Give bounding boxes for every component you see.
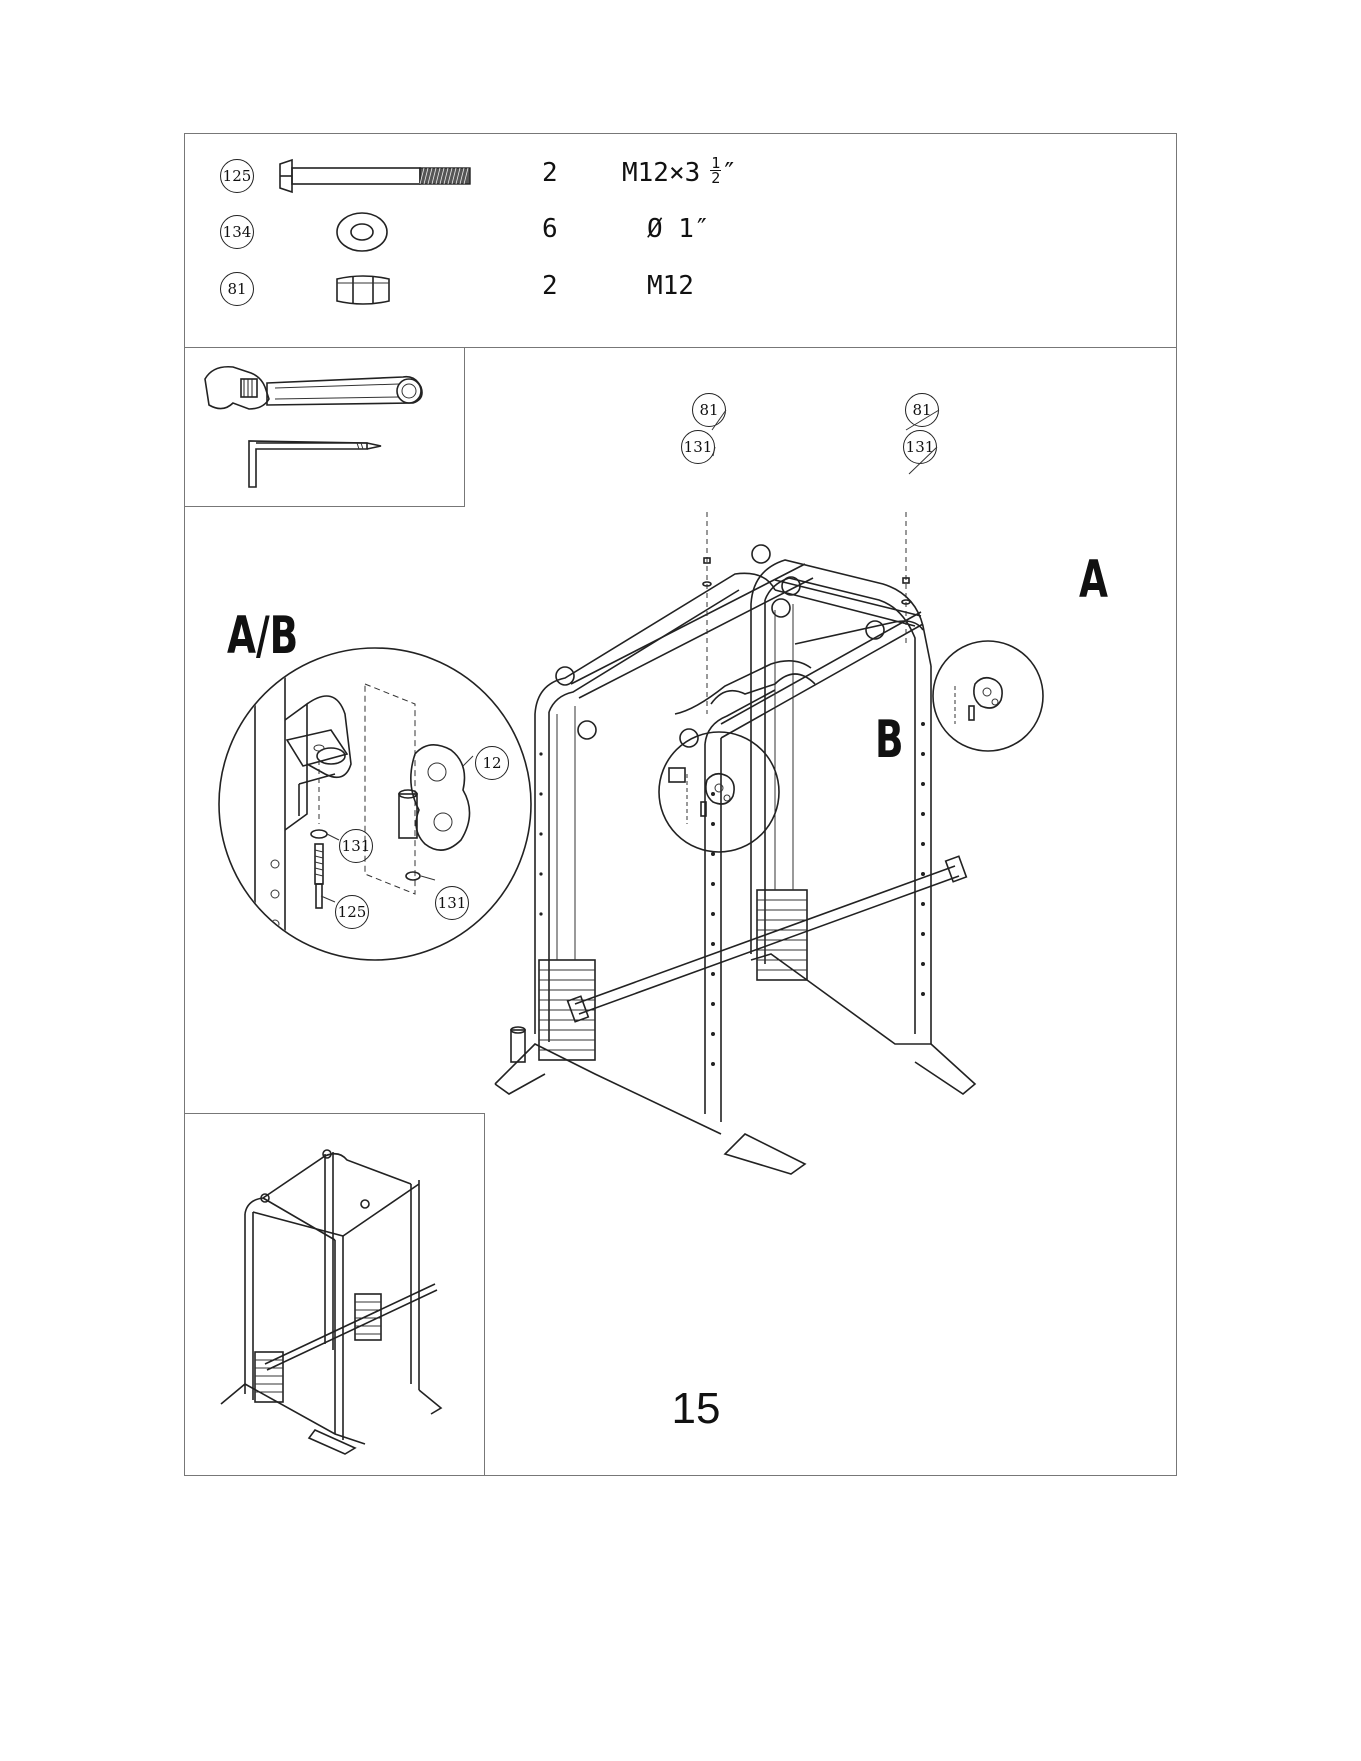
detail-b-pulley-sketch: [669, 768, 734, 824]
detail-label-a: A: [1079, 550, 1108, 610]
page-number: 15: [641, 1384, 751, 1434]
rack-thumbnail-icon: [215, 1144, 455, 1454]
detail-ab-magnified-view: [215, 644, 535, 964]
callout-125-detail: 125: [335, 895, 369, 929]
callout-12: 12: [475, 746, 509, 780]
callout-131-detail: 131: [339, 829, 373, 863]
callout-131-detail: 131: [435, 886, 469, 920]
completed-assembly-thumbnail: [185, 1113, 485, 1476]
detail-label-b: B: [875, 710, 904, 770]
